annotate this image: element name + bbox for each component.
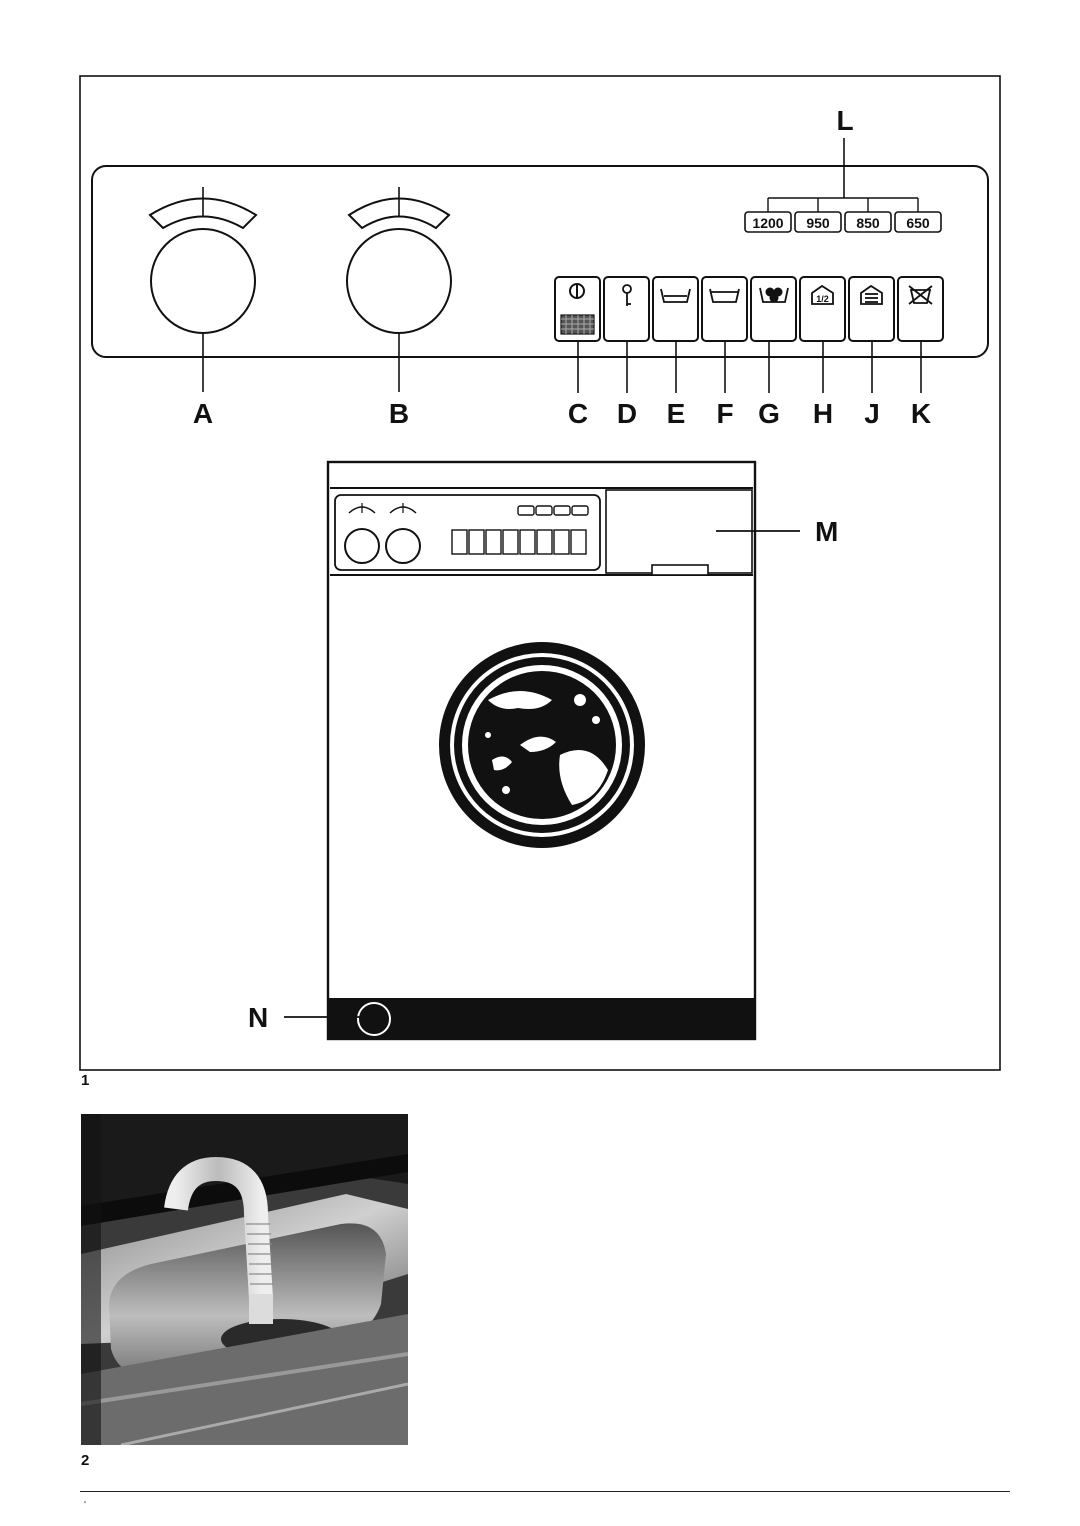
half-load-icon: 1/2 — [811, 284, 834, 305]
callout-label-d: D — [617, 398, 637, 429]
mini-control-panel — [334, 494, 601, 571]
spin-speed-1200-lamp: 1200 — [744, 211, 792, 233]
spin-speed-950-lamp: 950 — [794, 211, 842, 233]
knob-a: A — [148, 187, 258, 429]
callout-label-f: F — [716, 398, 733, 429]
mini-knob-b — [385, 503, 421, 564]
mini-spin-lamps — [517, 505, 589, 516]
mini-push-buttons — [451, 529, 587, 555]
button-j: J — [848, 276, 895, 429]
footer-mark: ' — [84, 1500, 86, 1511]
temperature-dial-icon — [347, 197, 451, 230]
key-icon — [622, 284, 632, 306]
button-d-body — [603, 276, 650, 342]
button-g-body — [750, 276, 797, 342]
button-k-body — [897, 276, 944, 342]
drain-hose — [164, 1156, 273, 1300]
figure-1-frame — [79, 75, 1001, 1071]
figure-2-sink-drain-hose-photo — [81, 1114, 408, 1445]
spin-speed-indicator-group: L 1200 950 850 650 — [744, 105, 942, 233]
washing-machine-front-view: M N — [248, 460, 838, 1041]
spin-speed-650-label: 650 — [906, 215, 930, 231]
footer-rule — [80, 1491, 1010, 1492]
callout-label-g: G — [758, 398, 780, 429]
button-g: G — [750, 276, 797, 429]
program-dial-icon — [148, 197, 258, 230]
button-f-body — [701, 276, 748, 342]
button-k: K — [897, 276, 944, 429]
figure-1-control-panel-diagram: A B L 1200 950 850 650 — [79, 75, 1001, 1071]
spin-speed-850-label: 850 — [856, 215, 880, 231]
drain-hose-nozzle — [249, 1294, 273, 1324]
callout-label-k: K — [911, 398, 931, 429]
callout-label-a: A — [193, 398, 213, 429]
detergent-drawer-handle — [651, 564, 709, 576]
svg-text:1/2: 1/2 — [816, 294, 829, 304]
spin-speed-950-label: 950 — [806, 215, 830, 231]
callout-label-m: M — [815, 516, 838, 547]
button-d: D — [603, 276, 650, 429]
callout-label-j: J — [864, 398, 880, 429]
power-icon — [569, 283, 585, 299]
economy-load-icon — [860, 284, 883, 305]
spin-speed-850-lamp: 850 — [844, 211, 892, 233]
washtub-icon — [660, 288, 691, 303]
callout-label-h: H — [813, 398, 833, 429]
knob-b-dial — [346, 228, 452, 334]
washtub-high-water-icon — [709, 288, 740, 303]
spin-speed-1200-label: 1200 — [752, 215, 783, 231]
callout-label-b: B — [389, 398, 409, 429]
figure-2-number: 2 — [81, 1452, 90, 1469]
figure-1-number: 1 — [81, 1072, 90, 1089]
button-h: 1/2 H — [799, 276, 846, 429]
button-f: F — [701, 276, 748, 429]
button-e: E — [652, 276, 699, 429]
porthole-door — [439, 642, 645, 848]
no-spin-icon — [908, 285, 933, 305]
knob-a-dial — [150, 228, 256, 334]
stain-wash-icon — [759, 287, 789, 303]
callout-label-e: E — [667, 398, 686, 429]
sink-photo-illustration — [81, 1114, 408, 1445]
spin-speed-650-lamp: 650 — [894, 211, 942, 233]
button-e-body — [652, 276, 699, 342]
control-panel-outline — [91, 165, 989, 358]
drain-pump-cover — [357, 1002, 391, 1036]
callout-label-l: L — [836, 105, 853, 136]
mini-knob-a — [344, 503, 380, 564]
machine-plinth — [328, 998, 755, 1039]
knob-b: B — [346, 187, 452, 429]
callout-label-c: C — [568, 398, 588, 429]
callout-label-n: N — [248, 1002, 268, 1033]
button-c: C — [554, 276, 601, 429]
